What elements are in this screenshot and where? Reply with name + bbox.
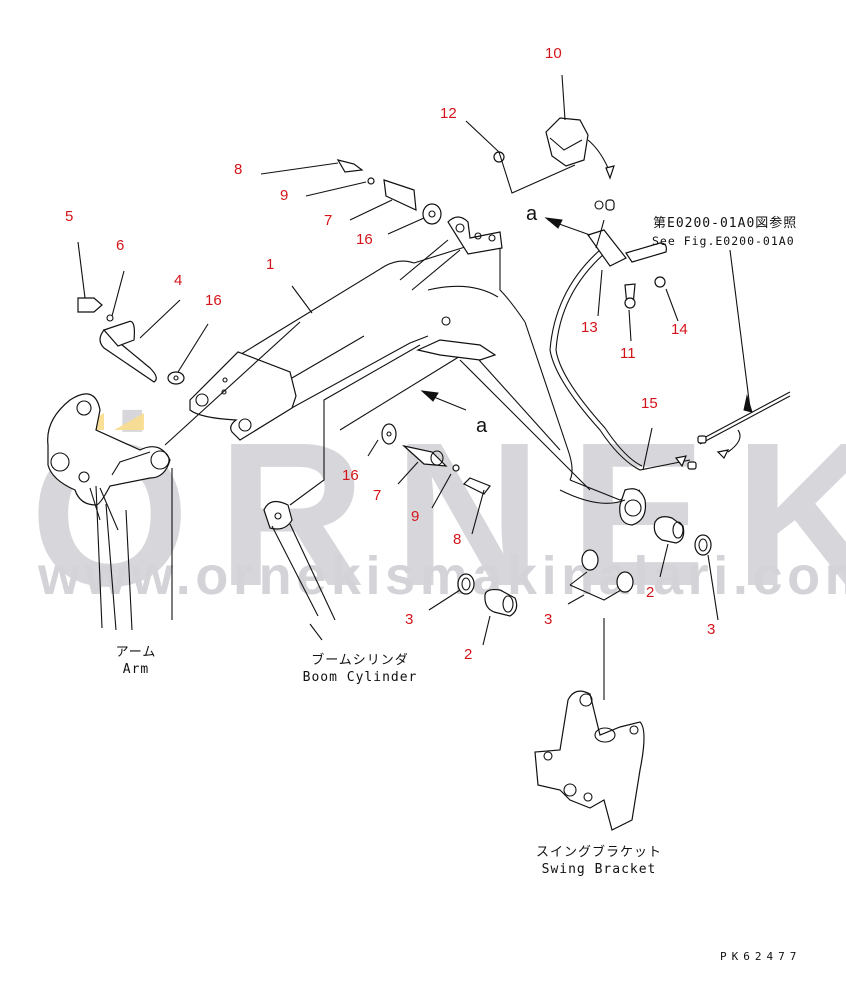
callout-2-left: 2 [464, 646, 473, 663]
swing-bracket-drawing [534, 618, 645, 831]
callout-1: 1 [266, 256, 275, 273]
callout-3-left: 3 [405, 611, 414, 628]
swing-bracket-caption-jp: スイングブラケット [535, 845, 662, 860]
pin-set-top [336, 159, 442, 225]
arm-caption-en: Arm [122, 662, 150, 677]
callout-16-left: 16 [205, 292, 222, 309]
callout-16-top: 16 [356, 231, 373, 248]
callout-13: 13 [581, 319, 598, 336]
callout-9-middle: 9 [411, 508, 420, 525]
callout-8-middle: 8 [453, 531, 462, 548]
callout-7-top: 7 [324, 212, 333, 229]
callout-7-middle: 7 [373, 487, 382, 504]
boom-cylinder-drawing [263, 344, 421, 641]
harness [549, 249, 791, 471]
callout-11: 11 [620, 345, 636, 362]
callout-2-right: 2 [646, 584, 655, 601]
callout-10: 10 [545, 45, 562, 62]
callout-6: 6 [116, 237, 125, 254]
view-arrows [420, 217, 753, 413]
callout-15: 15 [641, 395, 658, 412]
callout-5: 5 [65, 208, 74, 225]
pin-set-left [77, 297, 185, 385]
leader-lines [77, 74, 751, 646]
boom-cylinder-caption-en: Boom Cylinder [302, 670, 418, 685]
watermark-logo-text: ÖRNEK [30, 400, 846, 629]
callout-12: 12 [440, 105, 457, 122]
boom-cylinder-caption-jp: ブームシリンダ [311, 653, 409, 668]
swing-bracket-caption-en: Swing Bracket [541, 862, 657, 877]
view-a-label-top: a [526, 203, 538, 225]
arm-drawing [47, 321, 301, 631]
callout-3-right: 3 [707, 621, 716, 638]
boom-body [189, 216, 647, 526]
view-a-label-middle: a [476, 415, 488, 437]
drawing-number: PK62477 [720, 950, 802, 963]
arm-caption-jp: アーム [115, 645, 157, 660]
callout-4: 4 [174, 272, 183, 289]
callout-9-top: 9 [280, 187, 289, 204]
reference-note-en: See Fig.E0200-01A0 [652, 234, 795, 248]
bushings-seals [457, 516, 712, 617]
callout-16-middle: 16 [342, 467, 359, 484]
callout-3-center: 3 [544, 611, 553, 628]
callout-14: 14 [671, 321, 688, 338]
lamp-assembly [493, 117, 667, 309]
callout-8-top: 8 [234, 161, 243, 178]
reference-note-jp: 第E0200-01A0図参照 [653, 216, 798, 231]
